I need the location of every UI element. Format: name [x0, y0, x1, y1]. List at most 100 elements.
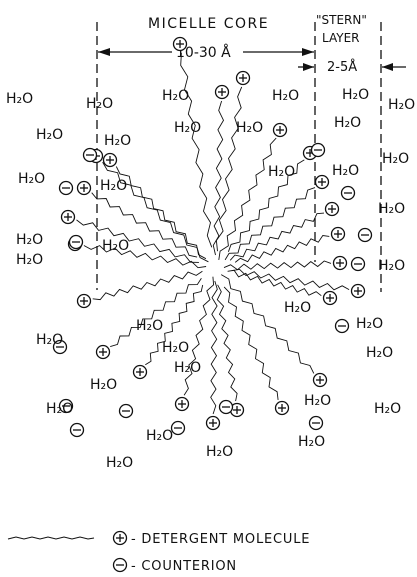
hydrocarbon-tail: [215, 86, 243, 252]
hydrocarbon-tail: [227, 159, 305, 252]
hydrocarbon-tail: [183, 276, 215, 396]
hydrocarbon-tail: [218, 137, 277, 260]
legend-counterion-label: - COUNTERION: [131, 559, 237, 574]
water-molecule-label: H₂O: [206, 444, 233, 460]
counterion-minus-icon: [340, 185, 356, 201]
head-group-plus-icon: [350, 283, 366, 299]
head-group-plus-icon: [272, 122, 288, 138]
water-molecule-label: H₂O: [236, 120, 263, 136]
head-group-plus-icon: [322, 290, 338, 306]
head-group-plus-icon: [235, 70, 251, 86]
counterion-minus-icon: [118, 403, 134, 419]
hydrocarbon-tail: [92, 270, 203, 301]
water-molecule-label: H₂O: [342, 87, 369, 103]
hydrocarbon-tail: [231, 268, 350, 291]
legend: - DETERGENT MOLECULE - COUNTERION: [7, 530, 309, 574]
counterion-minus-icon: [69, 422, 85, 438]
counterion-minus-icon: [58, 180, 74, 196]
water-molecule-label: H₂O: [16, 232, 43, 248]
water-molecule-label: H₂O: [304, 393, 331, 409]
hydrocarbon-tail: [145, 284, 204, 366]
head-group-plus-icon: [274, 400, 290, 416]
water-molecules: H₂O H₂O H₂O H₂O H₂O H₂O H₂O H₂O H₂O H₂O H₂O H₂O H₂O H…: [6, 87, 415, 471]
head-group-plus-icon: [312, 372, 328, 388]
water-molecule-label: H₂O: [162, 340, 189, 356]
water-molecule-label: H₂O: [388, 97, 415, 113]
hydrocarbon-tail: [224, 187, 316, 261]
water-molecule-label: H₂O: [106, 455, 133, 471]
hydrocarbon-tail: [91, 192, 198, 258]
hydrocarbon-tail: [229, 212, 325, 261]
hydrocarbon-tail: [110, 277, 202, 348]
head-group-plus-icon: [214, 84, 230, 100]
detergent-tails: [76, 52, 350, 415]
head-group-plus-icon: [332, 255, 348, 271]
head-group-plus-icon: [172, 36, 188, 52]
head-group-plus-icon: [174, 396, 190, 412]
counterion-minus-icon: [82, 147, 98, 163]
counterion-minus-icon: [310, 142, 326, 158]
counterion-minus-icon: [308, 415, 324, 431]
water-molecule-label: H₂O: [100, 178, 127, 194]
water-molecule-label: H₂O: [374, 401, 401, 417]
water-molecule-label: H₂O: [298, 434, 325, 450]
micelle-core-label: MICELLE CORE: [148, 16, 269, 32]
stern-label-line1: "STERN": [316, 13, 367, 27]
core-dimension-arrow: [98, 48, 314, 56]
water-molecule-label: H₂O: [46, 401, 73, 417]
water-molecule-label: H₂O: [382, 151, 409, 167]
hydrocarbon-tail: [102, 161, 209, 263]
hydrocarbon-tail: [180, 52, 213, 248]
counterion-minus-icon: [350, 256, 366, 272]
legend-plus-icon: [112, 530, 128, 546]
hydrocarbon-tail: [234, 235, 330, 263]
hydrocarbon-tail: [210, 280, 218, 415]
water-molecule-label: H₂O: [356, 316, 383, 332]
water-molecule-label: H₂O: [16, 252, 43, 268]
water-molecule-label: H₂O: [146, 428, 173, 444]
head-group-plus-icon: [60, 209, 76, 225]
counterion-minus-icon: [52, 339, 68, 355]
head-group-plus-icon: [102, 152, 118, 168]
water-molecule-label: H₂O: [378, 201, 405, 217]
hydrocarbon-tail: [223, 286, 279, 400]
counterion-minus-icon: [58, 398, 74, 414]
core-size-label: 10-30 Å: [176, 44, 231, 61]
water-molecule-label: H₂O: [18, 171, 45, 187]
stern-label-line2: LAYER: [322, 31, 360, 45]
water-molecule-label: H₂O: [332, 163, 359, 179]
detergent-heads: [60, 36, 366, 431]
water-molecule-label: H₂O: [36, 127, 63, 143]
water-molecule-label: H₂O: [366, 345, 393, 361]
water-molecule-label: H₂O: [174, 360, 201, 376]
head-group-plus-icon: [95, 344, 111, 360]
water-molecule-label: H₂O: [90, 377, 117, 393]
legend-minus-icon: [112, 557, 128, 573]
water-molecule-label: H₂O: [104, 133, 131, 149]
hydrocarbon-tail: [223, 260, 332, 271]
hydrocarbon-tail: [212, 100, 225, 256]
counterion-minus-icon: [218, 399, 234, 415]
water-molecule-label: H₂O: [268, 164, 295, 180]
hydrocarbon-tail: [220, 274, 315, 374]
legend-tail-sample: [7, 536, 95, 540]
stern-size-label: 2-5Å: [327, 59, 357, 75]
counterion-minus-icon: [170, 420, 186, 436]
water-molecule-label: H₂O: [174, 120, 201, 136]
head-group-plus-icon: [76, 293, 92, 309]
counterion-minus-icon: [334, 318, 350, 334]
water-molecule-label: H₂O: [102, 238, 129, 254]
counterions: [52, 142, 373, 438]
head-group-plus-icon: [324, 201, 340, 217]
water-molecule-label: H₂O: [136, 318, 163, 334]
water-molecule-label: H₂O: [162, 88, 189, 104]
water-molecule-label: H₂O: [36, 332, 63, 348]
water-molecule-label: H₂O: [272, 88, 299, 104]
water-molecule-label: H₂O: [284, 300, 311, 316]
water-molecule-label: H₂O: [86, 96, 113, 112]
counterion-minus-icon: [357, 227, 373, 243]
hydrocarbon-tail: [76, 219, 199, 263]
stern-dimension-arrow: [298, 63, 406, 71]
head-group-plus-icon: [132, 364, 148, 380]
